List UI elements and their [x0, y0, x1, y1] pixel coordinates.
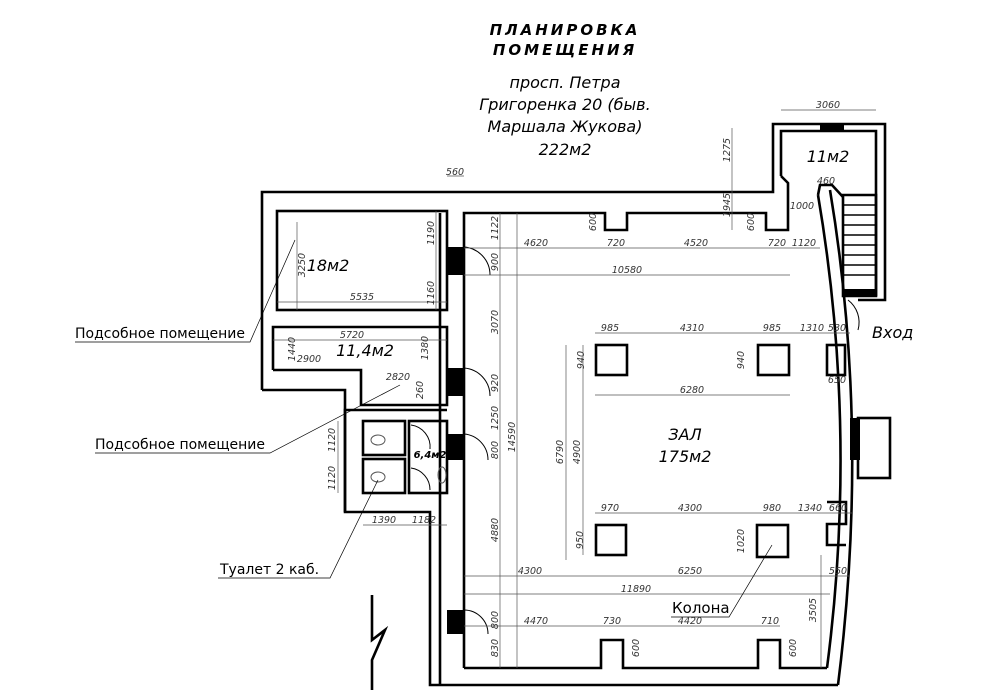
- dim: 3505: [808, 598, 819, 622]
- dim: 4520: [684, 238, 708, 249]
- dim: 710: [761, 616, 779, 627]
- dim: 720: [607, 238, 625, 249]
- dim: 4300: [518, 566, 542, 577]
- dim: 3250: [297, 253, 308, 277]
- dim: 1310: [800, 323, 824, 334]
- stairs: [816, 183, 878, 298]
- dim: 600: [588, 213, 599, 231]
- plan-title-line2: ПОМЕЩЕНИЯ: [493, 41, 637, 59]
- dim: 830: [490, 639, 501, 657]
- room-18-area: 18м2: [307, 256, 350, 275]
- hall-area: 175м2: [659, 447, 712, 466]
- dim: 560: [446, 167, 464, 178]
- dim: 600: [746, 213, 757, 231]
- utility-room-label-1: Подсобное помещение: [75, 326, 245, 342]
- dim: 600: [788, 639, 799, 657]
- dim: 800: [490, 441, 501, 459]
- dim: 260: [415, 381, 426, 399]
- total-area: 222м2: [539, 140, 592, 159]
- dim: 6250: [678, 566, 702, 577]
- dim: 1380: [420, 336, 431, 360]
- dim: 800: [490, 611, 501, 629]
- hall-name: ЗАЛ: [668, 425, 701, 444]
- dim: 985: [601, 323, 619, 334]
- toilet-label: Туалет 2 каб.: [219, 562, 319, 578]
- dim: 1160: [426, 281, 437, 305]
- utility-room-label-2: Подсобное помещение: [95, 437, 265, 453]
- dim: 1440: [287, 337, 298, 361]
- leader-lines: [75, 239, 773, 618]
- dim: 2900: [297, 354, 321, 365]
- dim: 940: [576, 351, 587, 369]
- dim: 1945: [722, 193, 733, 217]
- dim: 600: [631, 639, 642, 657]
- plan-title-line1: ПЛАНИРОВКА: [490, 21, 641, 39]
- dimension-texts: 560 3060 4620 720 4520 720 1120 10580 10…: [287, 100, 847, 657]
- dim: 720: [768, 238, 786, 249]
- column: [594, 343, 629, 377]
- column: [755, 523, 790, 559]
- dim: 11890: [621, 584, 651, 595]
- dim: 3060: [816, 100, 840, 111]
- dim: 460: [817, 176, 835, 187]
- dim: 980: [763, 503, 781, 514]
- column-label: Колона: [672, 599, 730, 617]
- dim: 1250: [490, 406, 501, 430]
- dim: 4880: [490, 518, 501, 542]
- dim: 4420: [678, 616, 702, 627]
- dim: 970: [601, 503, 619, 514]
- columns: [594, 343, 847, 559]
- dim: 2820: [386, 372, 410, 383]
- dim: 6790: [555, 440, 566, 464]
- dim: 530: [828, 323, 846, 334]
- dim: 3070: [490, 310, 501, 334]
- column: [756, 343, 791, 377]
- room-6-4-area: 6,4м2: [414, 450, 447, 461]
- doors: [410, 124, 860, 635]
- dim: 4310: [680, 323, 704, 334]
- dim: 985: [763, 323, 781, 334]
- dim: 4300: [678, 503, 702, 514]
- column: [594, 523, 628, 557]
- dim: 4620: [524, 238, 548, 249]
- dim: 1340: [798, 503, 822, 514]
- dim: 1122: [490, 216, 501, 240]
- dim: 1275: [722, 138, 733, 162]
- room-11-4-area: 11,4м2: [336, 341, 394, 360]
- dim: 4900: [572, 440, 583, 464]
- outer-walls: [260, 122, 887, 690]
- dimension-lines: [273, 109, 876, 668]
- dim: 940: [736, 351, 747, 369]
- column: [825, 343, 847, 377]
- dim: 1120: [327, 466, 338, 490]
- dim: 5535: [350, 292, 374, 303]
- dim: 1020: [736, 529, 747, 553]
- dim: 6280: [680, 385, 704, 396]
- dim: 4470: [524, 616, 548, 627]
- dim: 900: [490, 253, 501, 271]
- dim: 1120: [792, 238, 816, 249]
- address-line2: Григоренка 20 (быв.: [479, 95, 650, 114]
- dim: 950: [575, 531, 586, 549]
- dim: 1000: [790, 201, 814, 212]
- dim: 660: [829, 503, 847, 514]
- room-11-area: 11м2: [807, 147, 850, 166]
- dim: 10580: [612, 265, 642, 276]
- dim: 730: [603, 616, 621, 627]
- dim: 1190: [426, 221, 437, 245]
- dim: 1390: [372, 515, 396, 526]
- dim: 1120: [327, 428, 338, 452]
- dim: 650: [828, 375, 846, 386]
- dim: 920: [490, 374, 501, 392]
- dim: 1182: [412, 515, 436, 526]
- dim: 550: [829, 566, 847, 577]
- dim: 14590: [507, 422, 518, 452]
- entrance-label: Вход: [872, 323, 913, 342]
- address-line3: Маршала Жукова): [488, 117, 643, 136]
- dim: 5720: [340, 330, 364, 341]
- address-line1: просп. Петра: [510, 73, 621, 92]
